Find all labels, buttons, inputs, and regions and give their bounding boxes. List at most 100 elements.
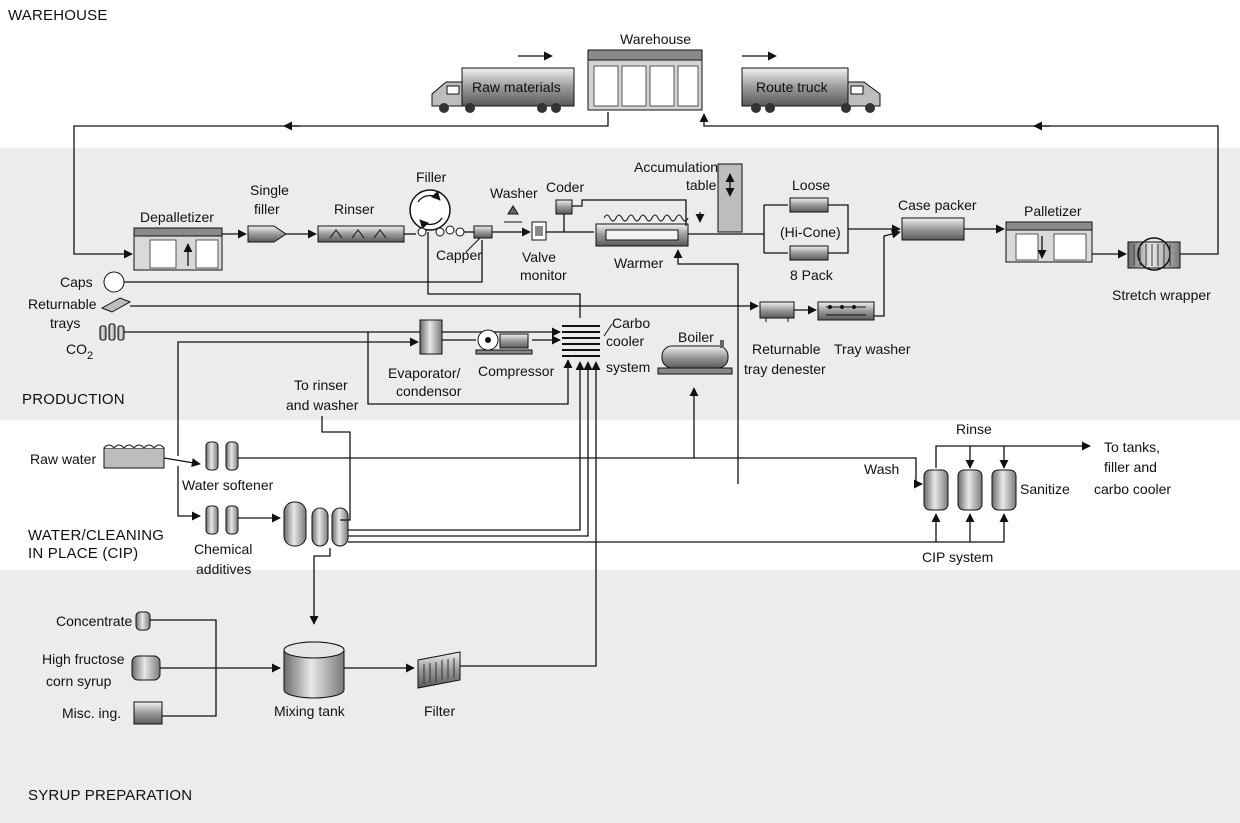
tanks-to-carbo-line-2 bbox=[348, 361, 593, 537]
chemical-label: Chemical bbox=[194, 541, 252, 557]
carbo-label-2: cooler bbox=[606, 333, 644, 349]
returnable-tray-denester bbox=[759, 301, 795, 322]
misc-container bbox=[133, 701, 163, 725]
capper-label: Capper bbox=[436, 247, 482, 263]
raw-water-to-evap-line bbox=[177, 337, 419, 456]
to-tanks-label-3: carbo cooler bbox=[1094, 481, 1171, 497]
tray-denester-label: Returnable bbox=[752, 341, 821, 357]
single-filler bbox=[247, 225, 287, 243]
tray-washer bbox=[817, 301, 875, 321]
section-label-water-cip-2: IN PLACE (CIP) bbox=[28, 545, 138, 562]
raw-materials-label: Raw materials bbox=[472, 79, 561, 95]
carbo-to-filler-line bbox=[427, 232, 581, 318]
compressor bbox=[475, 329, 533, 355]
concentrate-label: Concentrate bbox=[56, 613, 132, 629]
to-rinser-line bbox=[321, 416, 351, 521]
route-truck-label: Route truck bbox=[756, 79, 829, 95]
accumulation-label-2: table bbox=[686, 177, 717, 193]
evaporator-condensor bbox=[419, 319, 443, 355]
rinse-label: Rinse bbox=[956, 421, 992, 437]
tanks-to-carbo-line-1 bbox=[348, 361, 585, 531]
section-label-production: PRODUCTION bbox=[22, 391, 125, 408]
evaporator-label-2: condensor bbox=[396, 383, 462, 399]
carbo-label-3: system bbox=[606, 359, 650, 375]
valve-monitor-label-2: monitor bbox=[520, 267, 567, 283]
to-tanks-label-2: filler and bbox=[1104, 459, 1157, 475]
chemical-additives bbox=[205, 505, 239, 535]
softener-to-cip-line-2 bbox=[694, 457, 923, 489]
mixing-tank-label: Mixing tank bbox=[274, 703, 346, 719]
filler-label: Filler bbox=[416, 169, 447, 185]
eight-pack-label: 8 Pack bbox=[790, 267, 834, 283]
section-label-water-cip: WATER/CLEANING bbox=[28, 527, 164, 544]
water-softener-label: Water softener bbox=[182, 477, 274, 493]
evaporator-label: Evaporator/ bbox=[388, 365, 460, 381]
tanks-to-mixing-line bbox=[309, 548, 331, 625]
syrup-inputs-line bbox=[150, 619, 280, 717]
production-band bbox=[0, 148, 1240, 420]
stretch-wrapper bbox=[1127, 237, 1181, 271]
line-coder-over bbox=[572, 199, 687, 226]
raw-water-to-softener bbox=[163, 457, 201, 468]
valve-monitor-label: Valve bbox=[522, 249, 556, 265]
carbo-label: Carbo bbox=[612, 315, 650, 331]
stretch-wrapper-to-warehouse-line bbox=[699, 113, 1219, 255]
sanitize-label: Sanitize bbox=[1020, 481, 1070, 497]
wash-label: Wash bbox=[864, 461, 899, 477]
washer bbox=[504, 205, 522, 223]
filter-label: Filter bbox=[424, 703, 455, 719]
loose-packer bbox=[789, 197, 829, 213]
warmer-label: Warmer bbox=[614, 255, 664, 271]
mixing-tank bbox=[283, 641, 345, 699]
returnable-trays-label: Returnable bbox=[28, 296, 97, 312]
tray-denester-label-2: tray denester bbox=[744, 361, 826, 377]
stretch-wrapper-label: Stretch wrapper bbox=[1112, 287, 1211, 303]
tray-washer-label: Tray washer bbox=[834, 341, 911, 357]
section-label-warehouse: WAREHOUSE bbox=[8, 7, 108, 24]
boiler-label: Boiler bbox=[678, 329, 714, 345]
hfcs-label: High fructose bbox=[42, 651, 125, 667]
capper-callout bbox=[465, 237, 481, 253]
accumulation-label: Accumulation bbox=[634, 159, 718, 175]
to-rinser-label-2: and washer bbox=[286, 397, 359, 413]
boiler bbox=[657, 340, 733, 375]
rinser bbox=[317, 225, 405, 243]
warmer bbox=[595, 214, 689, 247]
eight-pack-packer bbox=[789, 245, 829, 261]
route-truck bbox=[741, 67, 881, 113]
loose-label: Loose bbox=[792, 177, 830, 193]
misc-label: Misc. ing. bbox=[62, 705, 121, 721]
hi-cone-label: (Hi-Cone) bbox=[780, 224, 841, 240]
caps-label: Caps bbox=[60, 274, 93, 290]
co2-cylinders bbox=[99, 323, 125, 341]
tanks-to-cip-line bbox=[348, 513, 1009, 543]
capper bbox=[473, 225, 493, 239]
warehouse-to-depalletizer-line bbox=[73, 112, 609, 259]
line-split bbox=[763, 204, 788, 254]
co2-drop-line bbox=[367, 332, 573, 405]
chemical-label-2: additives bbox=[196, 561, 251, 577]
line-valve-warmer bbox=[546, 214, 594, 233]
filler bbox=[409, 189, 465, 237]
single-filler-label-2: filler bbox=[254, 201, 280, 217]
depalletizer-label: Depalletizer bbox=[140, 209, 214, 225]
cip-tanks bbox=[923, 469, 1017, 511]
line-traywasher-casepacker bbox=[874, 229, 901, 317]
warmer-cip-line bbox=[673, 249, 739, 484]
case-packer bbox=[901, 217, 965, 241]
raw-water-label: Raw water bbox=[30, 451, 96, 467]
cip-system-label: CIP system bbox=[922, 549, 993, 565]
hfcs-container bbox=[131, 655, 161, 681]
palletizer-label: Palletizer bbox=[1024, 203, 1082, 219]
section-label-syrup: SYRUP PREPARATION bbox=[28, 787, 192, 804]
compressor-label: Compressor bbox=[478, 363, 555, 379]
coder bbox=[555, 199, 573, 215]
filter-to-carbo-line bbox=[460, 361, 601, 667]
filter bbox=[417, 651, 461, 689]
carbo-cooler bbox=[562, 325, 600, 357]
to-rinser-label: To rinser bbox=[294, 377, 348, 393]
line-merge bbox=[828, 204, 900, 254]
single-filler-label: Single bbox=[250, 182, 289, 198]
to-tanks-label: To tanks, bbox=[1104, 439, 1160, 455]
